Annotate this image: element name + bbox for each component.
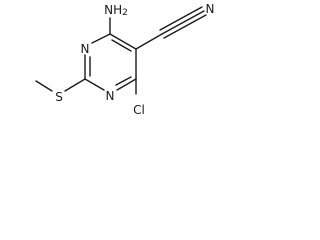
bond-c5-c-nitrile	[135, 33, 163, 50]
ring-nitrogen-n3-label: N	[81, 42, 90, 56]
bond-c6-n1-inner	[115, 76, 132, 86]
chemical-structure: NH2 N N S Cl N	[35, 2, 215, 117]
ring-nitrogen-n1-label: N	[106, 89, 115, 103]
bond-s-ch3	[35, 80, 53, 92]
bond-n3-c4	[91, 33, 111, 44]
chlorine-atom-label: Cl	[133, 103, 145, 117]
bond-c6-n1	[116, 78, 137, 91]
bond-c4-c5	[109, 33, 137, 50]
amino-group-label: NH2	[104, 3, 128, 18]
pyrimidine-ring	[84, 33, 137, 91]
nitrile-triple-bond	[159, 6, 207, 39]
bond-n1-c2	[84, 78, 105, 91]
bond-c4-c5-inner	[111, 39, 132, 52]
bond-c2-s	[64, 78, 86, 92]
sulfur-atom-label: S	[55, 90, 63, 104]
nitrile-nitrogen-label: N	[206, 2, 215, 16]
